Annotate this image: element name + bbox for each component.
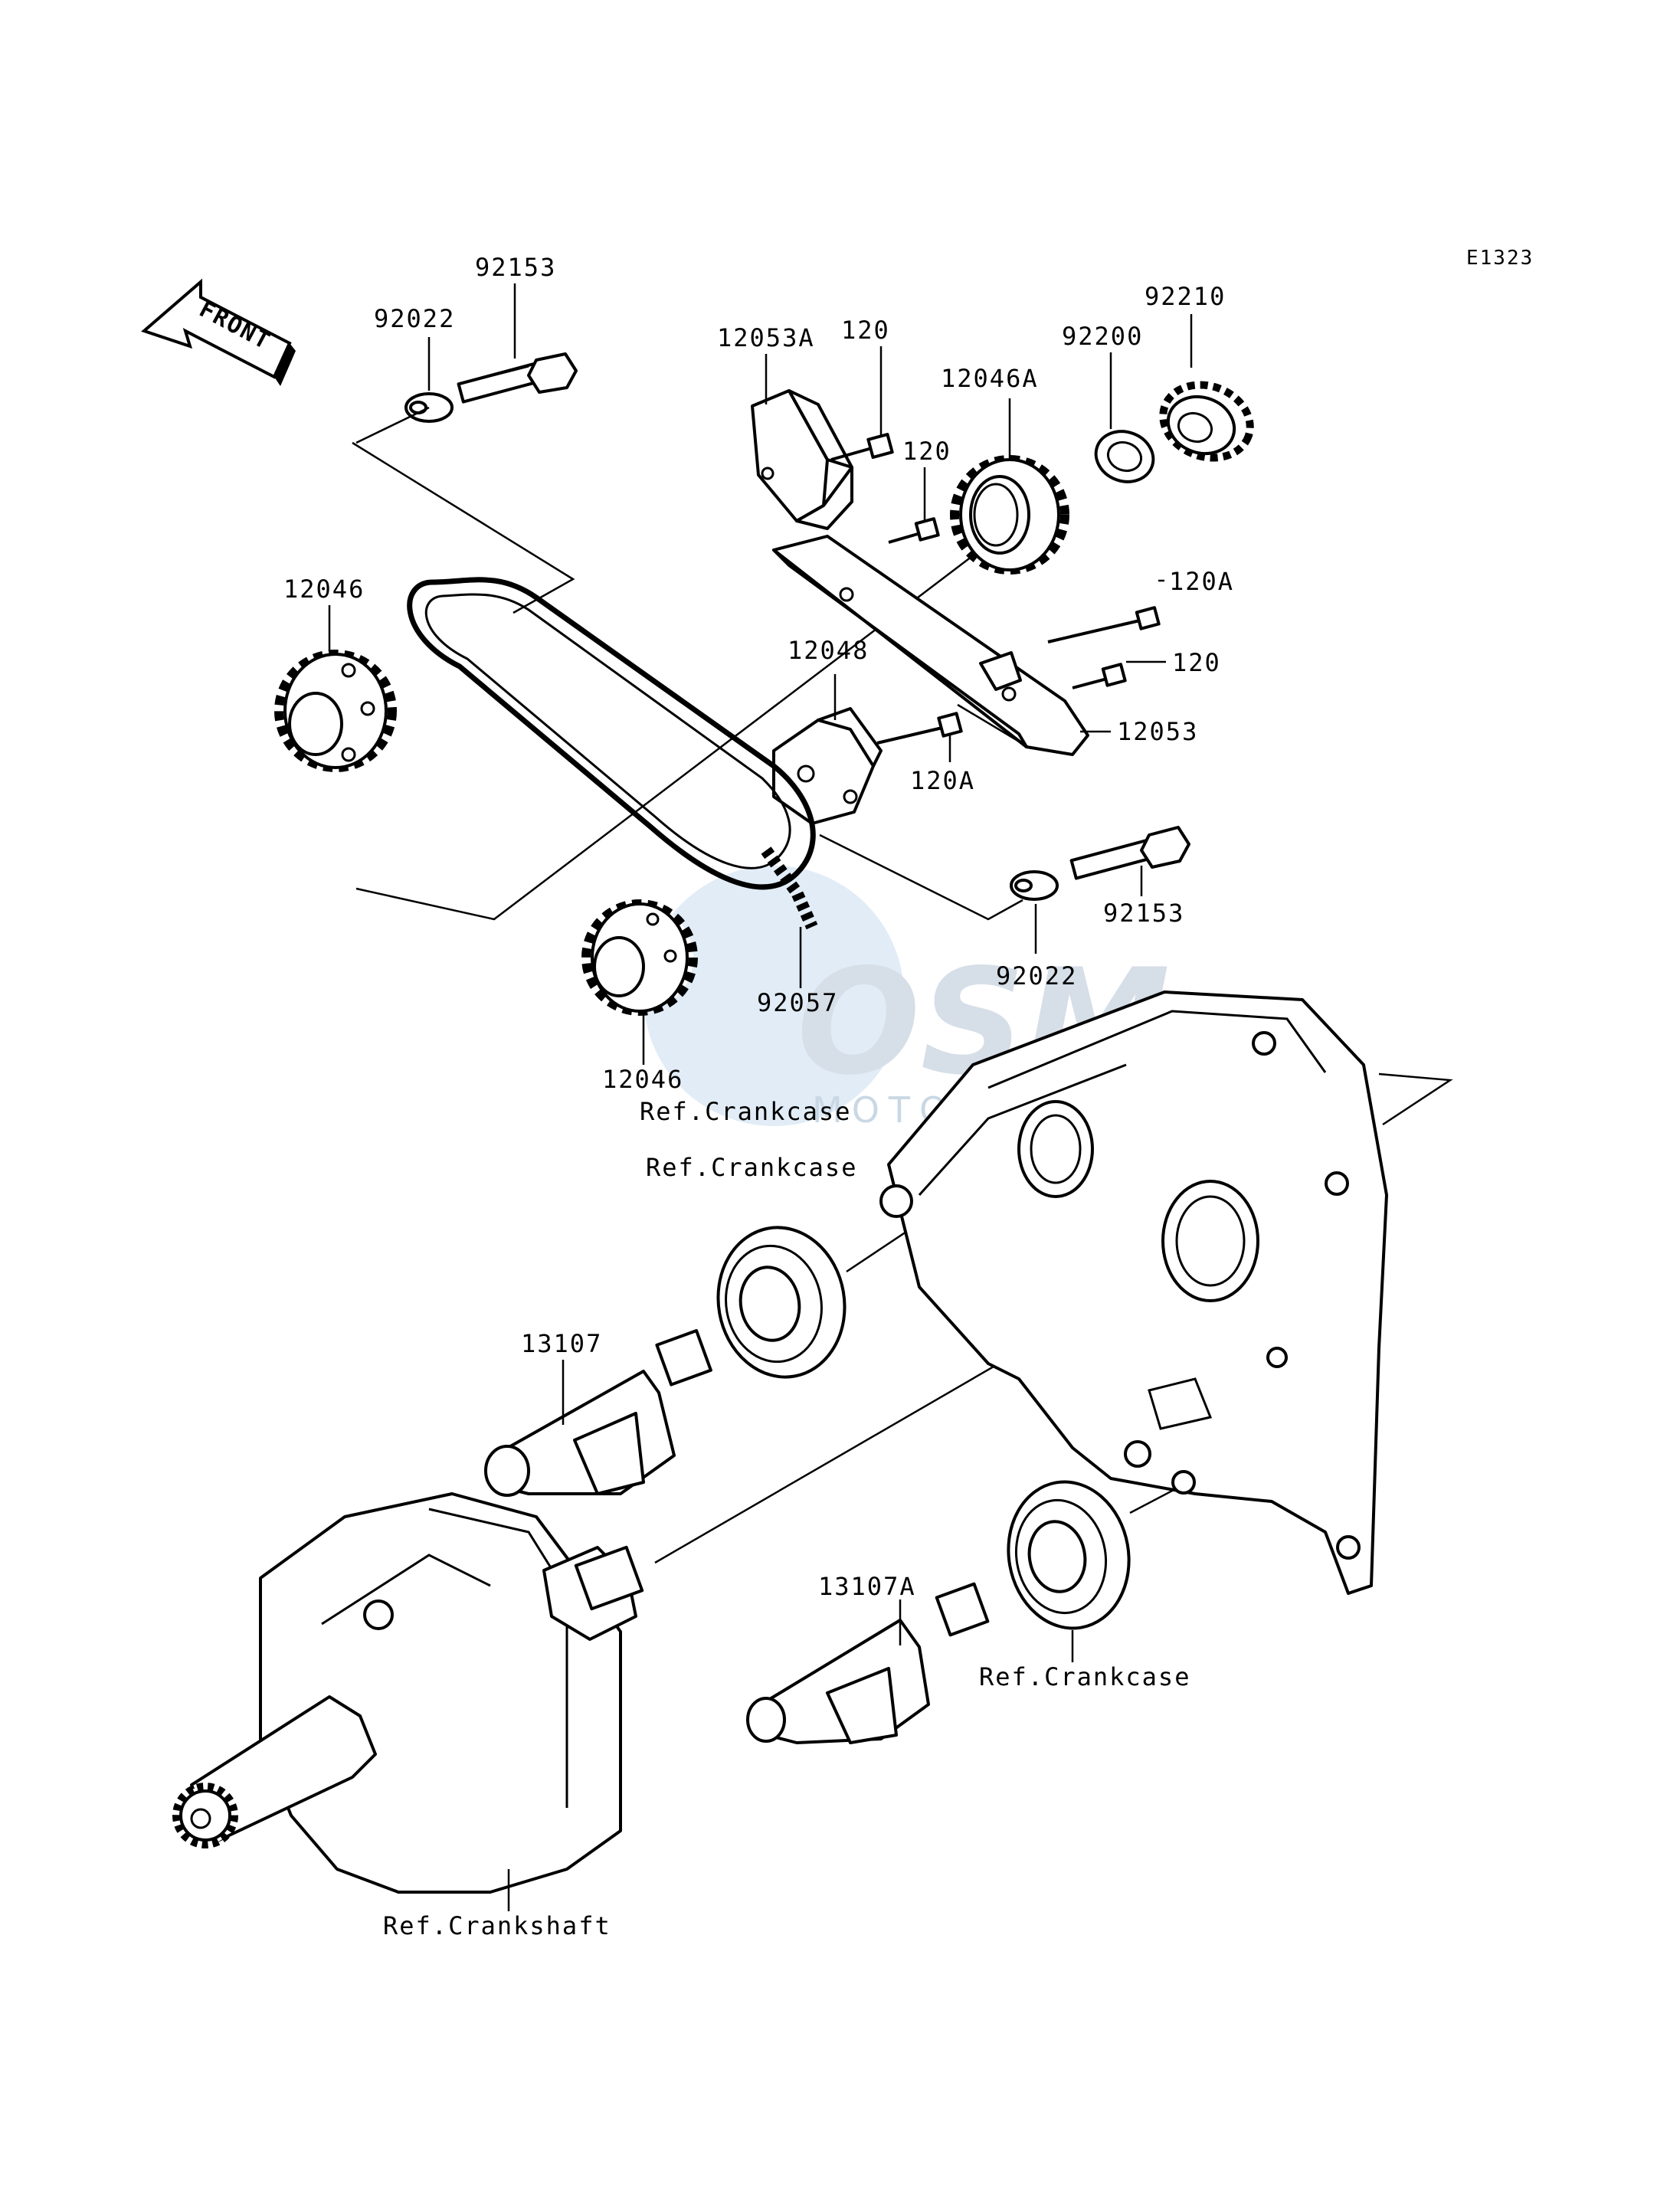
bolt-92153-top xyxy=(457,352,578,404)
bolt-120-c xyxy=(1072,663,1127,689)
ref-crankcase-1: Ref.Crankcase xyxy=(640,1097,851,1126)
part-labels: E1323 92153 92022 12053A 120 12046A 9220… xyxy=(283,247,1534,1940)
ref-crankcase-3: Ref.Crankcase xyxy=(979,1662,1190,1691)
label-13107A: 13107A xyxy=(818,1572,916,1601)
label-92200: 92200 xyxy=(1062,322,1143,351)
ref-crankshaft: Ref.Crankshaft xyxy=(383,1911,611,1940)
label-12046-upper: 12046 xyxy=(283,575,365,604)
label-120-a: 120 xyxy=(841,316,890,345)
bolt-92153-mid xyxy=(1069,826,1190,880)
washer-92022-mid xyxy=(1010,870,1059,901)
watermark-globe-icon xyxy=(644,866,904,1126)
cam-chain-92057 xyxy=(407,577,818,930)
label-92022-top: 92022 xyxy=(374,304,455,333)
label-92057: 92057 xyxy=(757,988,838,1017)
sprocket-12046-lower xyxy=(581,899,698,1016)
ref-crankcase-2: Ref.Crankcase xyxy=(646,1153,857,1182)
label-92022-mid: 92022 xyxy=(996,961,1077,990)
crankcase-half xyxy=(879,990,1388,1595)
bearing-upper xyxy=(716,1226,847,1379)
crankshaft xyxy=(172,1492,644,1894)
chain-guide-12053 xyxy=(772,535,1089,756)
shaft-13107 xyxy=(484,1329,712,1497)
label-120-c: 120 xyxy=(1172,648,1221,677)
shaft-13107A xyxy=(746,1582,990,1744)
bolt-120A-b xyxy=(876,712,963,745)
bolt-120-b xyxy=(888,517,940,544)
front-arrow-icon: FRONT xyxy=(141,278,296,386)
label-120A-b: 120A xyxy=(910,766,975,795)
label-120A-a: 120A xyxy=(1169,567,1234,596)
sprocket-12046-upper xyxy=(274,650,397,772)
label-120-b: 120 xyxy=(902,437,951,466)
label-12053: 12053 xyxy=(1117,717,1198,746)
label-92153-top: 92153 xyxy=(475,253,556,282)
sprocket-12046A xyxy=(950,455,1069,575)
label-92210: 92210 xyxy=(1145,282,1226,311)
label-92153-mid: 92153 xyxy=(1103,899,1184,928)
washer-92022-top xyxy=(404,392,454,423)
bolt-120-a xyxy=(830,433,894,461)
chain-guide-12053A xyxy=(751,389,853,530)
diagram-code: E1323 xyxy=(1466,247,1534,270)
nut-92210 xyxy=(1159,381,1254,462)
bolt-120A-a xyxy=(1047,606,1161,643)
label-12048: 12048 xyxy=(788,636,869,665)
label-12046-lower: 12046 xyxy=(602,1065,683,1094)
washer-92200 xyxy=(1094,430,1155,483)
label-13107: 13107 xyxy=(521,1329,602,1358)
label-12053A: 12053A xyxy=(717,323,815,352)
bearing-lower xyxy=(1007,1480,1131,1630)
chain-tensioner-12048 xyxy=(772,707,883,825)
label-12046A: 12046A xyxy=(941,364,1039,393)
